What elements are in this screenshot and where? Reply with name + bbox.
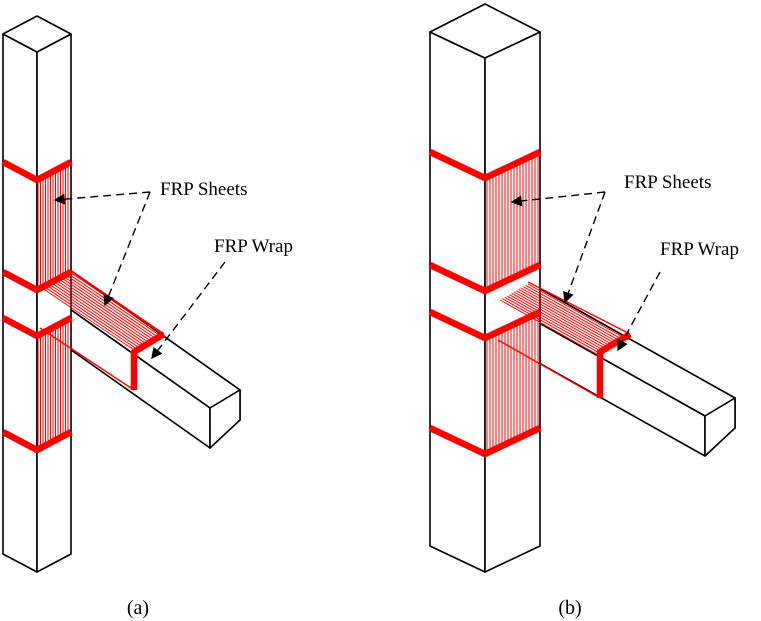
figure-b: FRP Sheets FRP Wrap (b) xyxy=(428,3,739,619)
frp-bands-column-b xyxy=(428,149,542,458)
leaders-b xyxy=(510,191,661,352)
column-b-left-face xyxy=(429,31,486,573)
frp-fiber-line xyxy=(518,288,619,346)
frp-fiber-line xyxy=(48,283,142,347)
frp-fiber-line xyxy=(53,280,146,344)
frp-fiber-line xyxy=(41,287,135,351)
frp-wrap-a xyxy=(39,269,166,391)
frp-fiber-line xyxy=(60,276,153,340)
frp-fiber-line xyxy=(511,292,612,350)
frp-sheets-label-b: FRP Sheets xyxy=(624,172,711,193)
frp-fiber-line xyxy=(58,278,151,342)
figure-a: FRP Sheets FRP Wrap (a) xyxy=(1,15,293,619)
frp-fiber-line xyxy=(506,295,608,353)
column-a-left-face xyxy=(2,33,38,573)
frp-wrap-label-a: FRP Wrap xyxy=(214,236,293,257)
frp-fiber-line xyxy=(69,271,163,335)
beam-a-end xyxy=(209,389,241,449)
frp-fiber-line xyxy=(513,291,615,349)
caption-a: (a) xyxy=(127,597,149,619)
frp-fiber-line xyxy=(51,282,144,346)
frp-fiber-line xyxy=(504,296,605,354)
column-a-top xyxy=(2,15,72,53)
frp-sheets-label-a: FRP Sheets xyxy=(160,179,247,200)
frp-fiber-line xyxy=(55,279,149,343)
frp-sheets-column-b xyxy=(486,153,539,454)
frp-fiber-line xyxy=(62,275,156,339)
column-b-top xyxy=(429,3,541,59)
frp-fiber-line xyxy=(499,299,601,357)
frp-fiber-line xyxy=(502,298,603,356)
frp-fiber-line xyxy=(527,283,629,341)
beam-b-end xyxy=(704,397,736,457)
frp-sheets-beam-b xyxy=(499,283,629,357)
frp-fiber-line xyxy=(509,294,610,352)
frp-fiber-line xyxy=(523,286,624,344)
frp-fiber-line xyxy=(44,286,137,350)
frp-fiber-line xyxy=(46,284,139,348)
frp-bands-column-a xyxy=(1,159,73,454)
frp-sheets-column-a xyxy=(37,164,69,450)
caption-b: (b) xyxy=(558,597,581,619)
frp-wrap-label-b: FRP Wrap xyxy=(660,239,739,260)
frp-fiber-line xyxy=(516,290,617,348)
frp-fiber-line xyxy=(525,284,626,342)
column-a xyxy=(2,15,72,573)
column-a-right-face xyxy=(36,33,72,573)
frp-fiber-line xyxy=(520,287,622,345)
leaders-a xyxy=(53,191,226,360)
